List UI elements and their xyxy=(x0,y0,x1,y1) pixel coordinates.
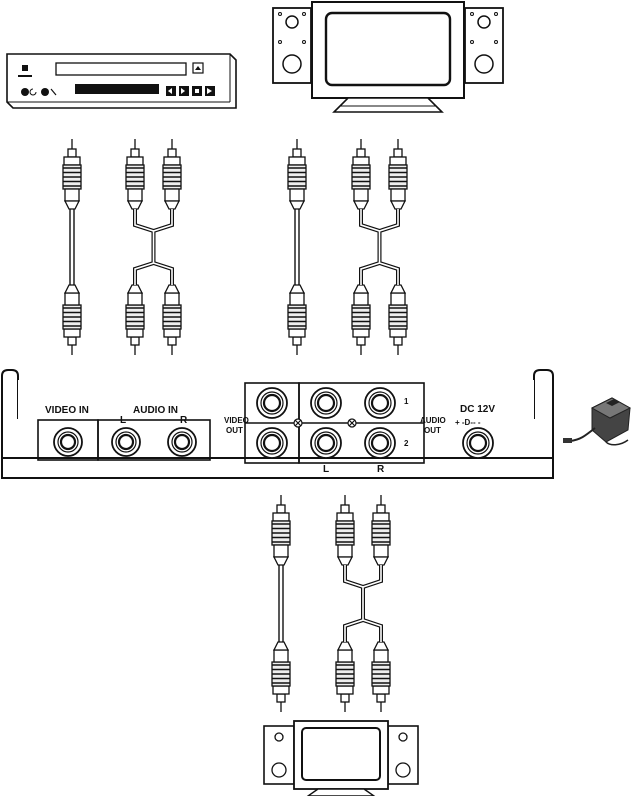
set3-video-plug-bottom xyxy=(271,641,291,712)
panel-jacks xyxy=(53,387,494,459)
set3-audio-plug-top-right xyxy=(371,495,391,566)
video-out-1-jack xyxy=(256,387,288,419)
tv-bottom xyxy=(263,720,419,797)
video-out-label-2: OUT xyxy=(226,426,243,435)
dc-jack xyxy=(462,427,494,459)
set3-audio-cable-inner xyxy=(344,565,382,642)
set2-audio-cable-inner xyxy=(360,209,399,285)
output-right-label: R xyxy=(377,464,385,475)
audio-in-right-label: R xyxy=(180,415,188,426)
screw-right xyxy=(347,418,357,428)
set1-audio-cable-inner xyxy=(134,209,173,285)
audio-out-label-2: OUT xyxy=(424,426,441,435)
screw-left xyxy=(293,418,303,428)
video-in-label: VIDEO IN xyxy=(45,405,89,416)
audio-out-1-left-jack xyxy=(310,387,342,419)
set3-video-plug-top xyxy=(271,495,291,566)
audio-out-2-left-jack xyxy=(310,427,342,459)
panel-labels: VIDEO IN AUDIO IN L R VIDEO OUT AUDIO OU… xyxy=(45,397,495,475)
ac-adapter xyxy=(563,397,632,446)
audio-out-label-1: AUDIO xyxy=(420,416,446,425)
audio-in-left-label: L xyxy=(120,415,126,426)
video-out-label-1: VIDEO xyxy=(224,416,249,425)
set1-audio-plug-bottom-right xyxy=(162,284,182,355)
set1-video-plug-bottom xyxy=(62,284,82,355)
set1-audio-plug-top-right xyxy=(162,139,182,210)
set2-audio-plug-top-right xyxy=(388,139,408,210)
set1-video-plug-top xyxy=(62,139,82,210)
set1-audio-plug-top-left xyxy=(125,139,145,210)
set1-audio-plug-bottom-left xyxy=(125,284,145,355)
converter-panel xyxy=(1,369,554,479)
set3-audio-plug-top-left xyxy=(335,495,355,566)
dvd-player xyxy=(6,53,237,109)
audio-out-2-right-jack xyxy=(364,427,396,459)
video-out-2-jack xyxy=(256,427,288,459)
output-row-1: 1 xyxy=(404,397,409,406)
dc-label: DC 12V xyxy=(460,404,495,415)
set2-video-plug-bottom xyxy=(287,284,307,355)
output-left-label: L xyxy=(323,464,329,475)
output-row-2: 2 xyxy=(404,439,409,448)
set3-audio-plug-bottom-right xyxy=(371,641,391,712)
set2-audio-plug-bottom-left xyxy=(351,284,371,355)
audio-out-1-right-jack xyxy=(364,387,396,419)
tv-top xyxy=(272,1,504,113)
audio-in-right-jack xyxy=(167,427,197,457)
set2-audio-plug-top-left xyxy=(351,139,371,210)
cables xyxy=(62,139,408,712)
video-in-jack xyxy=(53,427,83,457)
dc-polarity: + -D-- - xyxy=(455,418,481,427)
set2-video-plug-top xyxy=(287,139,307,210)
set3-audio-plug-bottom-left xyxy=(335,641,355,712)
audio-in-label: AUDIO IN xyxy=(133,405,178,416)
audio-in-left-jack xyxy=(111,427,141,457)
set2-audio-plug-bottom-right xyxy=(388,284,408,355)
